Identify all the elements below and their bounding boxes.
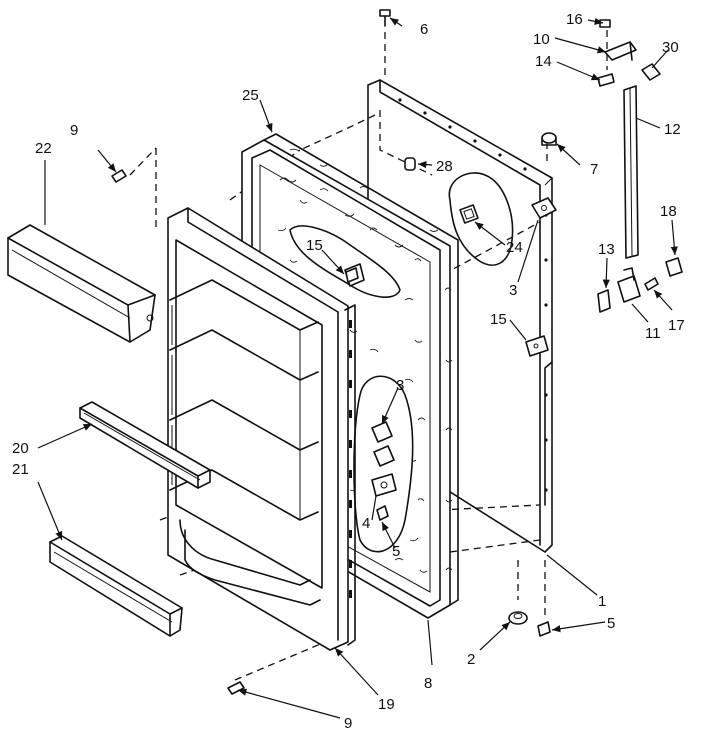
door-liner: [167, 207, 356, 651]
bin-rail-21: [49, 535, 183, 637]
callout-15-left: 15: [306, 237, 323, 254]
callout-9-top: 9: [70, 122, 78, 139]
small-hardware: [111, 9, 683, 695]
callout-25: 25: [242, 87, 259, 104]
liner-edge-slots: [349, 320, 352, 598]
callout-2: 2: [467, 651, 475, 668]
shelf-rail-22: [7, 224, 156, 343]
callout-17: 17: [668, 317, 685, 334]
callout-6: 6: [420, 21, 428, 38]
callout-5-outer: 5: [607, 615, 615, 632]
callout-10: 10: [533, 31, 550, 48]
callout-5-inner: 5: [392, 543, 400, 560]
callout-11: 11: [645, 325, 661, 342]
leader-lines: [37, 17, 678, 719]
callout-18: 18: [660, 203, 677, 220]
shelf-bar-20: [79, 401, 211, 489]
callout-14: 14: [535, 53, 552, 70]
callout-4: 4: [362, 515, 370, 532]
callout-28: 28: [436, 158, 453, 175]
callout-21: 21: [12, 461, 29, 478]
callout-24: 24: [506, 239, 523, 256]
callout-19: 19: [378, 696, 395, 713]
callout-1: 1: [598, 593, 606, 610]
callout-20: 20: [12, 440, 29, 457]
callout-3-top: 3: [509, 282, 517, 299]
callout-30: 30: [662, 39, 679, 56]
callout-8: 8: [424, 675, 432, 692]
callout-12: 12: [664, 121, 681, 138]
callout-9-bottom: 9: [344, 715, 352, 732]
callout-22: 22: [35, 140, 52, 157]
callout-7: 7: [590, 161, 598, 178]
callout-labels: 6 9 22 25 28 7 16 10 14 30 12 18 13 24 3…: [12, 11, 685, 732]
callout-13: 13: [598, 241, 615, 258]
callout-3-bottom: 3: [396, 377, 404, 394]
callout-15-right: 15: [490, 311, 507, 328]
callout-16: 16: [566, 11, 583, 28]
